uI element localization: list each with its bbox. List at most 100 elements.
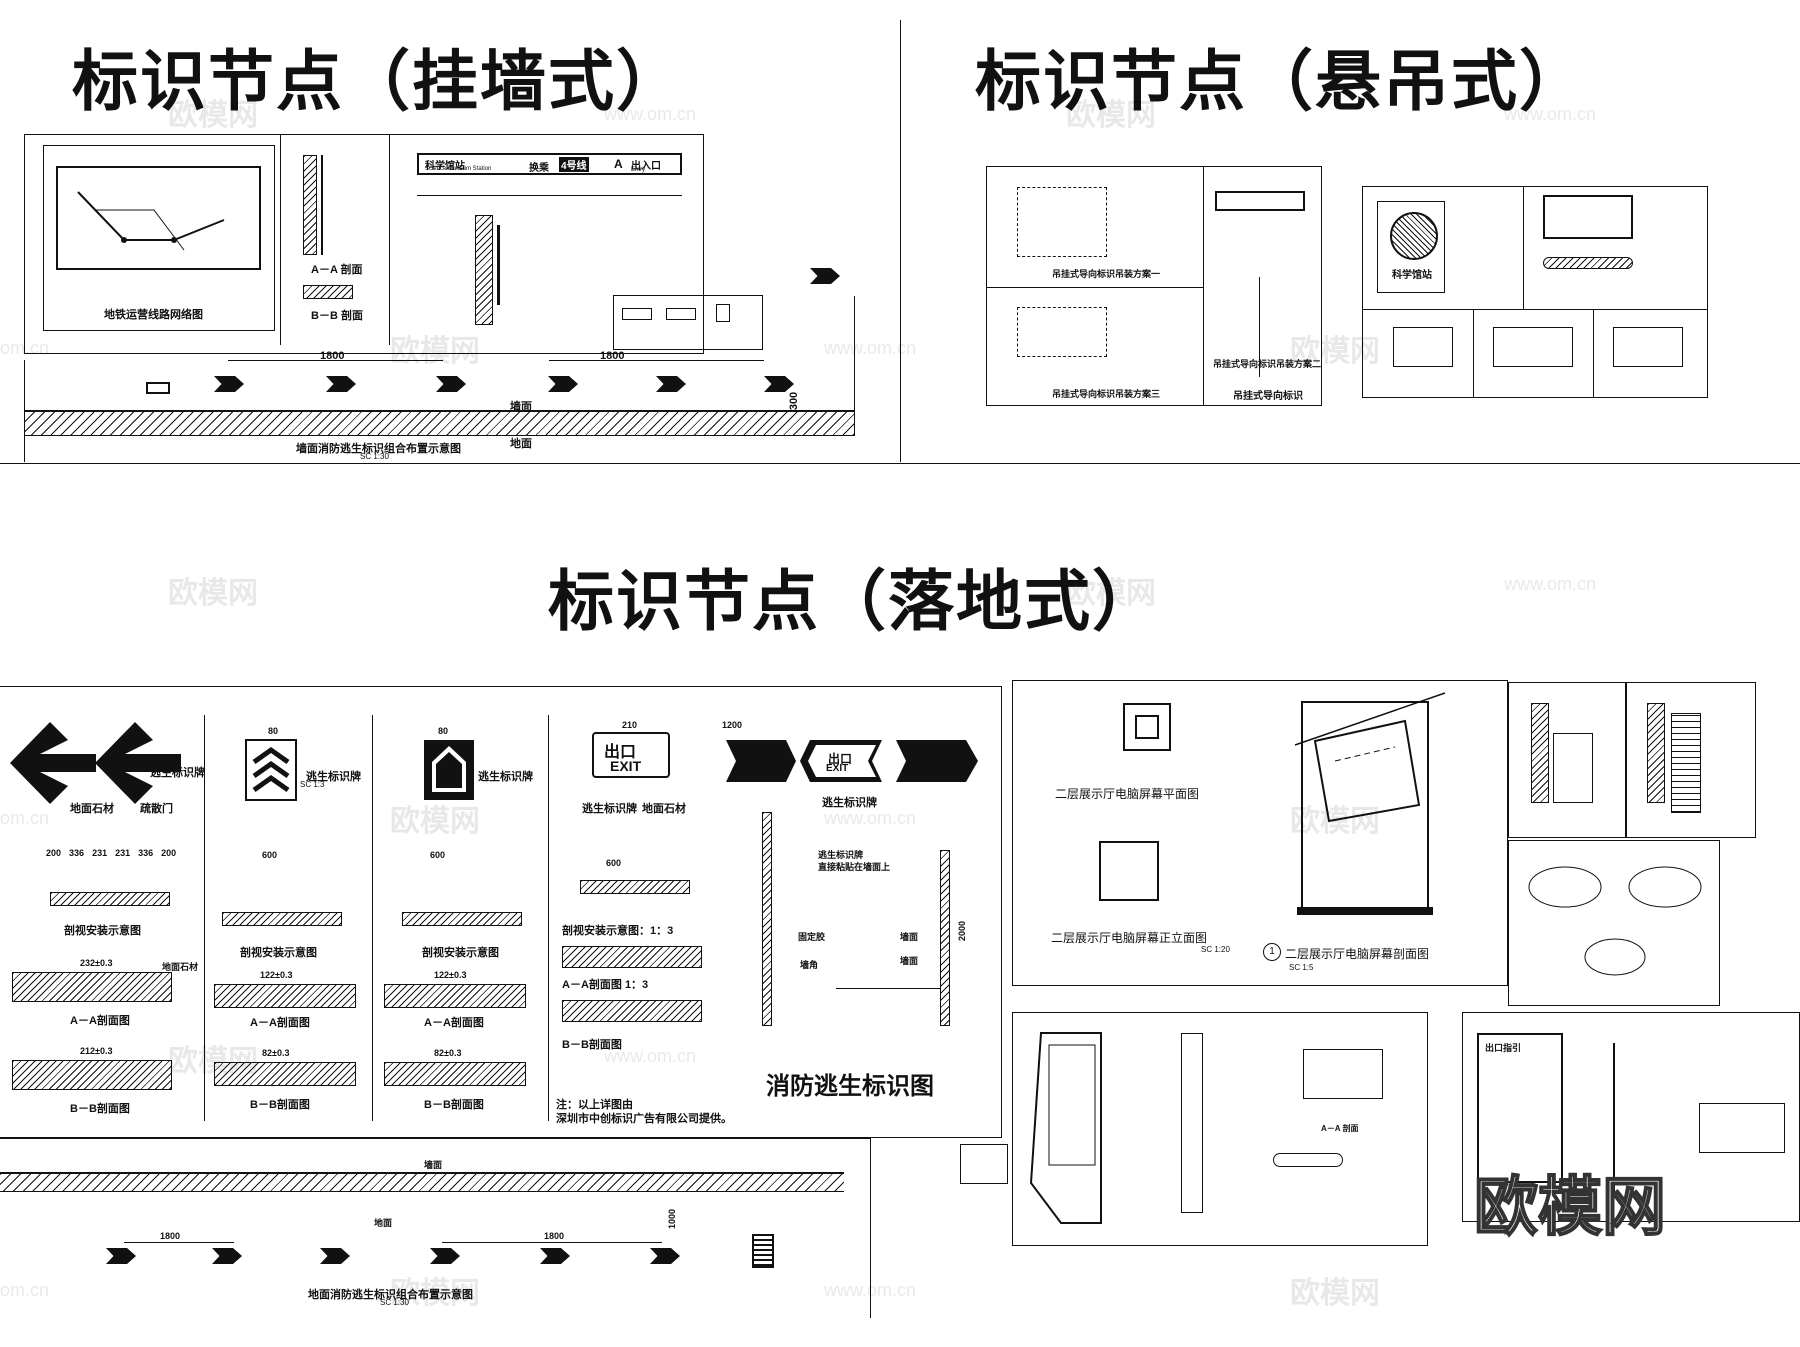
detail-sheet-b (1626, 682, 1756, 838)
chevron-sign-dark-icon (424, 740, 474, 800)
floor-chevron-5-icon (540, 1248, 570, 1264)
screen-section-label: 二层展示厅电脑屏幕剖面图 (1285, 947, 1430, 961)
dim-122-a: 122±0.3 (260, 970, 293, 980)
exit-box-icon (146, 382, 170, 394)
round-sign-icon (1390, 212, 1438, 260)
exit-label: 出入口 (631, 161, 661, 172)
legend-box (613, 295, 763, 350)
section-bb-hatch-2 (214, 1062, 356, 1086)
arrow-chevron-icon (810, 268, 840, 284)
exit-arrow-cn: 出口 (828, 752, 853, 766)
floor-chevron-4-icon (430, 1248, 460, 1264)
floor-stone-label-2: 地面石材 (162, 962, 199, 972)
title-wall-mounted: 标识节点（挂墙式） (72, 42, 684, 120)
floor-combo-floor-label: 地面 (374, 1218, 393, 1228)
install-hatch-3 (402, 912, 522, 926)
section-aa-label-4: A－A剖面图 1：3 (562, 979, 649, 991)
escape-sign-label-3: 逃生标识牌 (478, 771, 533, 783)
exit-arrow-signs-icon (726, 740, 978, 782)
wall-hatch-right (940, 850, 950, 1026)
section-aa-label-2: A－A剖面图 (250, 1017, 310, 1029)
section-b-hatch (303, 285, 353, 299)
station-sign: 科学馆站 Science Museum Station 换乘 4号线 A 出入口… (417, 153, 682, 175)
sign-dim-line (417, 195, 682, 196)
dim-1200: 1200 (722, 720, 743, 730)
title-hanging: 标识节点（悬吊式） (975, 42, 1587, 120)
hang-sign-shape (1215, 191, 1305, 211)
floor-chevron-2-icon (212, 1248, 242, 1264)
watermark-url-short: om.cn (0, 1280, 50, 1300)
exit-label-en: Entry (631, 167, 646, 173)
wall-corner-label: 墙角 (800, 960, 819, 970)
screen-front-shape (1099, 841, 1159, 901)
floor-chevron-1-icon (106, 1248, 136, 1264)
install-hatch-2 (222, 912, 342, 926)
note-label: 注：以上详图由 (556, 1099, 633, 1111)
section-bb-hatch-1 (12, 1060, 172, 1090)
hanging-sheet-1: 吊挂式导向标识吊装方案一 吊挂式导向标识吊装方案三 吊挂式导向标识吊装方案二 吊… (986, 166, 1322, 406)
watermark-url: www.om.cn (824, 338, 917, 358)
floor-chevron-6-icon (650, 1248, 680, 1264)
floor-dim-1800-b: 1800 (544, 1231, 565, 1241)
glue-label: 固定胶 (798, 932, 826, 942)
floor-combo-scale: SC 1:30 (380, 1298, 409, 1307)
section-aa-label-3: A－A剖面图 (424, 1017, 484, 1029)
exit-arrow-en: EXIT (826, 763, 849, 774)
floor-dim-1000: 1000 (667, 1208, 678, 1230)
wall-sheet: 地铁运营线路网络图 A－A 剖面 B－B 剖面 科学馆站 Science Mus… (24, 134, 763, 354)
dim-300: 300 (788, 391, 801, 411)
dim-210: 210 (622, 720, 638, 730)
section-bb-label: B－B 剖面 (311, 310, 363, 322)
tall-sign-shape (1029, 1032, 1102, 1224)
screen-front-label: 二层展示厅电脑屏幕正立面图 (1051, 931, 1208, 945)
watermark-cn: 欧模网 (168, 577, 258, 610)
floor-dim-1800-a: 1800 (160, 1231, 181, 1241)
transfer-label: 换乘 (529, 163, 549, 174)
hang-box-section (1543, 257, 1633, 269)
vertical-separator (900, 20, 901, 462)
horizontal-separator (0, 463, 1800, 464)
dim-600-a: 600 (262, 850, 278, 860)
hang-caption: 吊挂式导向标识 (1233, 391, 1303, 402)
map-lines (77, 191, 225, 251)
map-frame (56, 166, 261, 270)
chevron-5-icon (656, 376, 686, 392)
install-hatch-4 (580, 880, 690, 894)
install-hatch-1 (50, 892, 170, 906)
dim-1800-a: 1800 (320, 350, 345, 362)
exit-letter: A (614, 157, 623, 171)
section-bb-label-3: B－B剖面图 (424, 1099, 484, 1111)
install-diagram-label-2: 剖视安装示意图 (240, 947, 317, 959)
wall-hatch (303, 155, 317, 255)
detail-sheet-a (1508, 682, 1626, 838)
floor-label: 地面 (510, 438, 532, 450)
section-bb-label-1: B－B剖面图 (70, 1103, 130, 1115)
exit-sign-en: EXIT (610, 758, 642, 774)
chevron-4-icon (548, 376, 578, 392)
exit-sign-box: 出口 EXIT (592, 732, 670, 778)
escape-sign-label-4: 逃生标识牌 (822, 797, 877, 809)
north-legend (960, 1144, 1008, 1184)
hang-plan-2-label: 吊挂式导向标识吊装方案二 (1213, 359, 1322, 369)
floor-stone-label-3: 地面石材 (642, 803, 686, 815)
dim-212: 212±0.3 (80, 1046, 113, 1056)
screen-plan-label: 二层展示厅电脑屏幕平面图 (1055, 787, 1200, 801)
big-arrow-icons (10, 722, 181, 804)
dim-2000: 2000 (957, 920, 968, 942)
exit-sign-cn: 出口 (604, 744, 637, 761)
floor-dim-line-2 (442, 1242, 662, 1243)
dim-600-c: 600 (606, 858, 622, 868)
line-badge: 4号线 (559, 157, 589, 172)
dim-80-b: 80 (438, 726, 449, 736)
floor-dim-line-1 (124, 1242, 234, 1243)
hang-box-sign (1543, 195, 1633, 239)
section-aa-label: A－A 剖面 (311, 264, 363, 276)
title-floor: 标识节点（落地式） (548, 562, 1160, 640)
hang-plan-1-shape (1017, 187, 1107, 257)
section-aa-frame: A－A 剖面 B－B 剖面 (280, 135, 390, 345)
dim-80-a: 80 (268, 726, 279, 736)
section-aa-hatch-2 (214, 984, 356, 1008)
install-diagram-label-4: 剖视安装示意图：1：3 (562, 925, 674, 937)
floor-exit-box-icon (752, 1234, 774, 1268)
